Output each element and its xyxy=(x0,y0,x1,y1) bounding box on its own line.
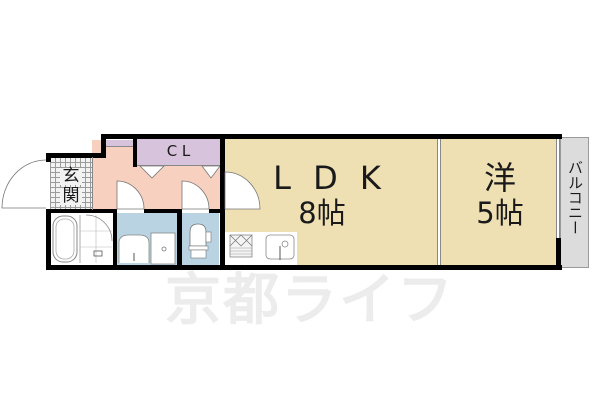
wall-right-top xyxy=(556,134,561,139)
balcony-window[interactable] xyxy=(556,138,560,238)
toilet-door-swing-icon[interactable] xyxy=(181,180,210,210)
washroom-door-swing-icon[interactable] xyxy=(116,180,145,210)
washbasin-icon xyxy=(118,232,176,265)
wall-bath-wash xyxy=(113,209,117,269)
closet-label: C L xyxy=(166,142,191,160)
entrance-door-icon[interactable] xyxy=(0,159,50,212)
wall-wash-toilet xyxy=(177,209,182,269)
entrance-label-2: 関 xyxy=(60,188,82,205)
wall-closet-left xyxy=(133,134,137,167)
wall-ldk-left xyxy=(220,134,225,270)
western-room-label: 洋 xyxy=(483,159,516,197)
wall-right-lower xyxy=(556,238,561,270)
sliding-door-partition[interactable] xyxy=(437,138,441,266)
toilet-icon xyxy=(188,223,212,259)
wall-left-upper xyxy=(46,153,51,162)
wall-left-lower xyxy=(46,210,51,269)
toilet-door-gap[interactable] xyxy=(182,209,209,213)
wall-step-horizontal xyxy=(46,153,106,158)
kitchen-sink-icon xyxy=(265,234,295,260)
western-room-size: 5帖 xyxy=(476,196,524,230)
wall-top xyxy=(101,134,562,139)
washroom-door-gap[interactable] xyxy=(117,209,144,213)
ldk-size: 8帖 xyxy=(298,196,346,230)
balcony xyxy=(560,137,589,268)
stove-icon xyxy=(229,234,253,258)
watermark-logo: 京都ライフ xyxy=(165,268,455,333)
balcony-label: バルコニー xyxy=(566,160,584,235)
closet-door-icon xyxy=(139,165,221,179)
wall-step-vertical xyxy=(101,134,106,158)
entrance-step-line xyxy=(92,157,93,210)
closet xyxy=(137,138,220,166)
entrance-label-1: 玄 xyxy=(60,168,82,185)
ldk-door-swing-icon[interactable] xyxy=(224,171,261,210)
western-room xyxy=(441,138,556,266)
hallway-shelf xyxy=(106,140,134,147)
ldk-label: L D K xyxy=(273,159,387,197)
bathtub-icon xyxy=(52,214,113,263)
wall-bottom xyxy=(46,265,562,270)
